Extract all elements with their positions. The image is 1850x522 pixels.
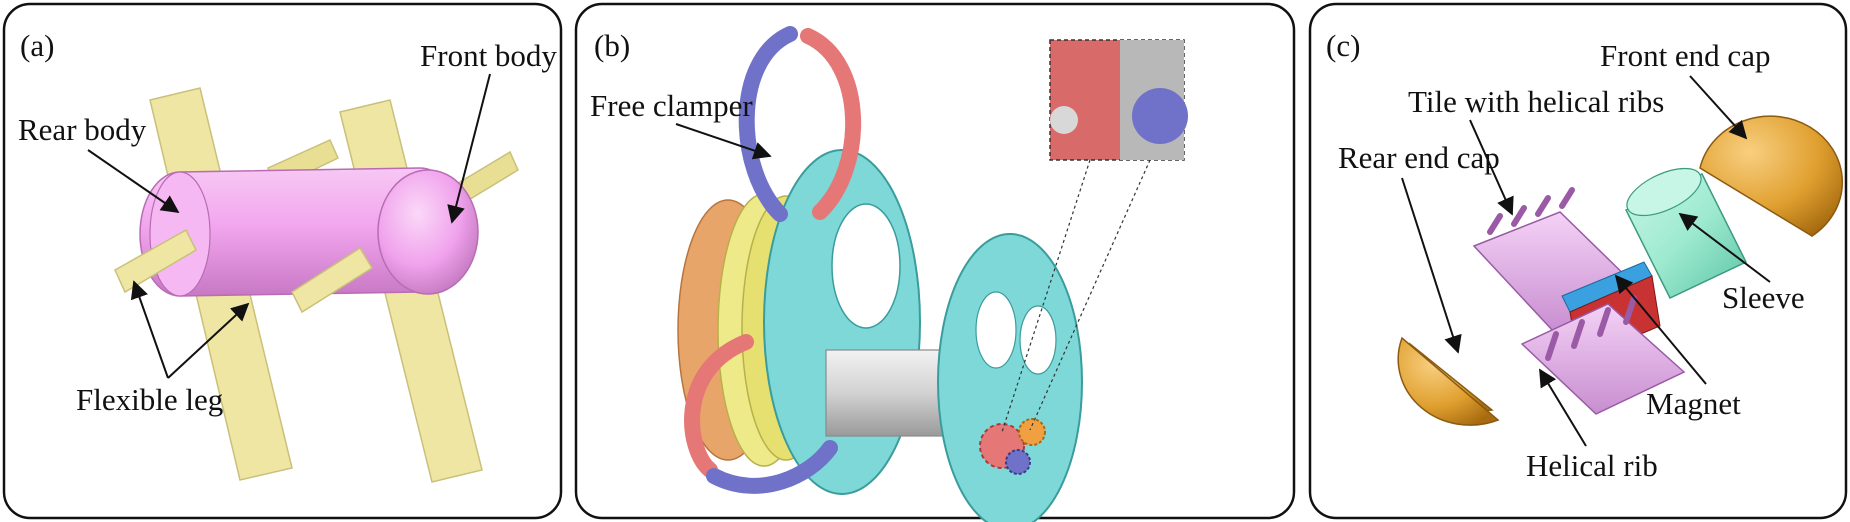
front-disc-hole-1 (975, 291, 1017, 369)
arrow-front-body (447, 73, 491, 224)
label-free-clamper: Free clamper (590, 88, 753, 123)
clamper-assembly (677, 26, 1188, 522)
label-rear-body: Rear body (18, 112, 147, 147)
panel-b-frame (574, 2, 1296, 520)
panel-a: (a) Front body Rear body Flexible leg (2, 2, 563, 520)
panel-c-frame (1308, 2, 1848, 520)
arrow-flexible-leg-1 (130, 280, 169, 379)
panel-b-tag: (b) (594, 28, 630, 63)
cyan-disc-window (831, 203, 901, 329)
small-gear-orange (1018, 418, 1046, 446)
label-front-body: Front body (420, 38, 557, 73)
flexible-leg-front-left (114, 228, 197, 294)
label-sleeve: Sleeve (1722, 280, 1805, 315)
front-end-cap-body (1699, 115, 1844, 237)
arrow-rear-body (87, 149, 180, 214)
cyan-disc-front (937, 233, 1083, 522)
rear-end-cap-body (1397, 336, 1500, 426)
gear-inset-blue (1132, 88, 1188, 144)
label-rear-end-cap: Rear end cap (1338, 140, 1500, 175)
capsule-parts (1397, 115, 1844, 426)
free-clamper-upper-red (800, 28, 861, 220)
cyan-disc-main (763, 149, 921, 495)
flexible-leg-front-mid (291, 246, 374, 314)
tile-lower (1520, 303, 1686, 415)
panel-b: (b) (574, 2, 1296, 522)
panel-a-frame (2, 2, 563, 520)
label-tile-with-helical-ribs: Tile with helical ribs (1408, 84, 1664, 119)
inset-guide-2 (1029, 159, 1151, 431)
arrow-magnet (1614, 274, 1707, 385)
arrow-sleeve (1678, 212, 1771, 283)
label-magnet: Magnet (1646, 386, 1741, 421)
arrow-helical-rib (1539, 368, 1587, 447)
robot-model-a (114, 87, 519, 483)
arrow-rear-end-cap (1401, 177, 1462, 354)
free-clamper-lower-red (684, 334, 754, 478)
arrow-flexible-leg-2 (167, 302, 250, 379)
free-clamper-upper-blue (738, 26, 798, 222)
label-helical-rib: Helical rib (1526, 448, 1658, 483)
gear-inset-hole (1050, 106, 1078, 134)
panel-c: (c) Front end cap Tile with helical ribs (1308, 2, 1848, 520)
panel-c-tag: (c) (1326, 28, 1360, 63)
arrow-free-clamper (675, 123, 772, 160)
panel-a-tag: (a) (20, 28, 54, 63)
front-disc-hole-2 (1019, 305, 1057, 375)
helical-ribs-lower (1545, 295, 1637, 361)
arrow-tile (1469, 119, 1514, 216)
arrow-front-end-cap (1689, 75, 1748, 140)
sleeve-end (1626, 167, 1702, 217)
small-gear-blue (1005, 449, 1031, 475)
helical-ribs-upper (1487, 187, 1575, 235)
label-flexible-leg: Flexible leg (76, 382, 223, 417)
label-front-end-cap: Front end cap (1600, 38, 1770, 73)
front-body (377, 169, 479, 295)
free-clamper-lower-blue (706, 440, 838, 494)
